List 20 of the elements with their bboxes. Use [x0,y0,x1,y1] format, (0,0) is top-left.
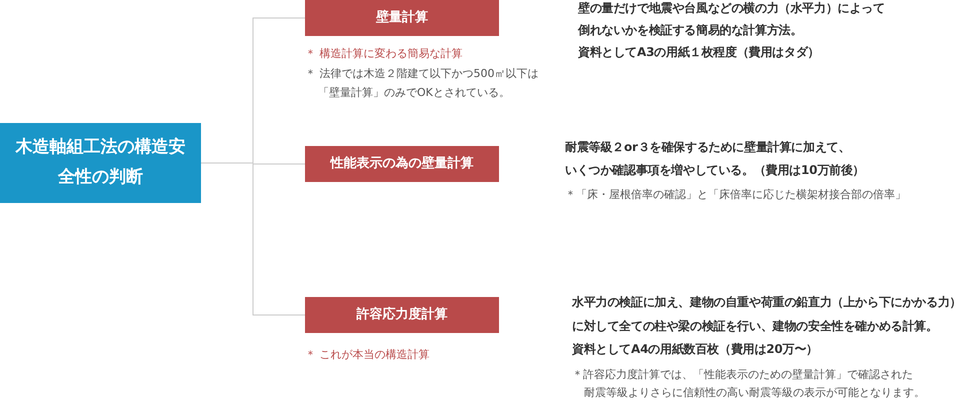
description-text: いくつか確認事項を増やしている。（費用は10万前後） [565,162,864,179]
note-text: 耐震等級よりさらに信頼性の高い耐震等級の表示が可能となります。 [584,385,925,400]
note-text: ＊「床・屋根倍率の確認」と「床倍率に応じた横架材接合部の倍率」 [565,187,906,202]
note-text: ＊許容応力度計算では、「性能表示のための壁量計算」で確認された [572,367,913,382]
description-text: 資料としてA3の用紙１枚程度（費用はタダ） [578,44,820,61]
category-box: 性能表示の為の壁量計算 [305,146,499,182]
category-box: 木造軸組工法の構造安全性の判断 [0,123,201,203]
description-text: 壁の量だけで地震や台風などの横の力（水平力）によって [578,0,885,17]
description-text: 耐震等級２or３を確保するために壁量計算に加えて、 [565,139,850,156]
note-text: ＊ 法律では木造２階建て以下かつ500㎡以下は [305,66,538,81]
note-text: 「壁量計算」のみでOKとされている。 [318,85,510,100]
category-box: 壁量計算 [305,0,499,36]
category-box: 許容応力度計算 [305,297,499,333]
description-text: に対して全ての柱や梁の検証を行い、建物の安全性を確かめる計算。 [572,318,938,335]
note-text: ＊ これが本当の構造計算 [305,347,430,362]
note-text: ＊ 構造計算に変わる簡易な計算 [305,46,462,61]
description-text: 水平力の検証に加え、建物の自重や荷重の鉛直力（上から下にかかる力） [572,294,962,311]
description-text: 倒れないかを検証する簡易的な計算方法。 [578,22,802,39]
description-text: 資料としてA4の用紙数百枚（費用は20万〜） [572,341,818,358]
connector-line [200,162,306,316]
